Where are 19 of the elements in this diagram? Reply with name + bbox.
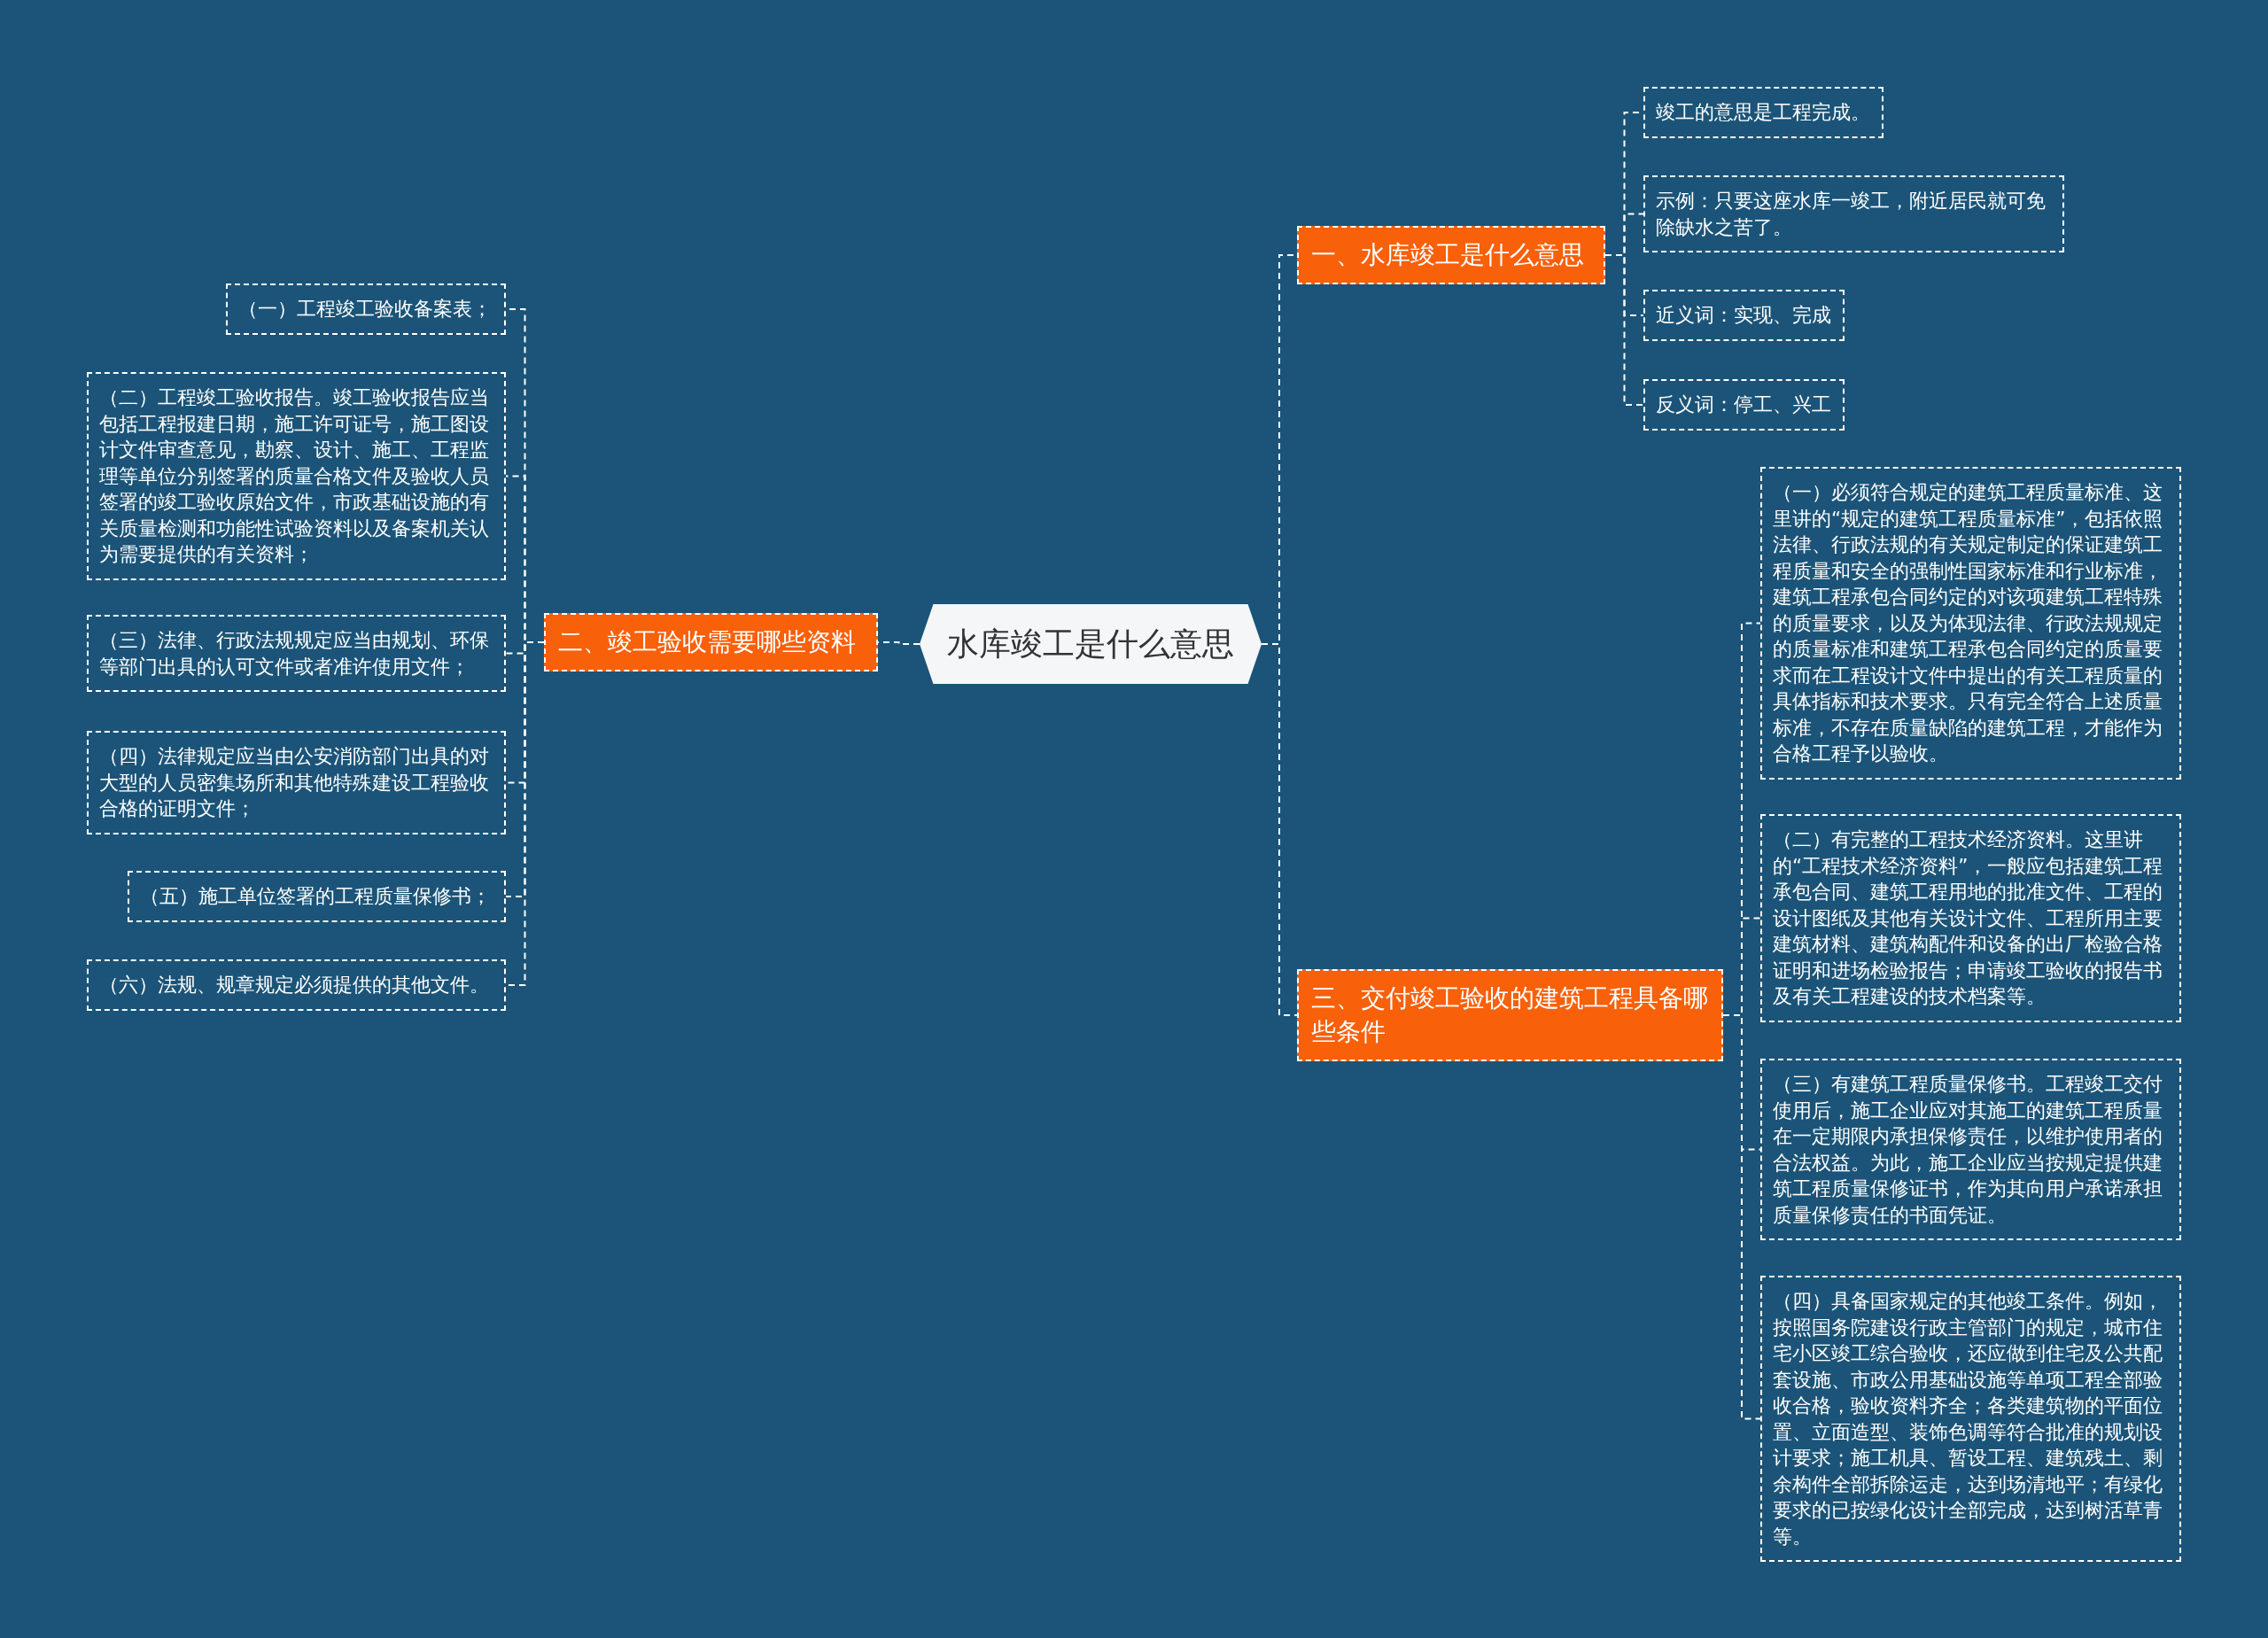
note-box: （四）法律规定应当由公安消防部门出具的对大型的人员密集场所和其他特殊建设工程验收合格的证明文件； bbox=[87, 731, 506, 835]
note-box: （三）有建筑工程质量保修书。工程竣工交付使用后，施工企业应对其施工的建筑工程质量在一定期限内承担保修责任，以维护使用者的合法权益。为此，施工企业应当按规定提供建筑工程质量保修证书，作为其向用户承诺承担质量保修责任的书面凭证。 bbox=[1760, 1059, 2181, 1240]
branch-topic-box: 二、竣工验收需要哪些资料 bbox=[544, 613, 878, 672]
note-box: （五）施工单位签署的工程质量保修书； bbox=[128, 871, 506, 922]
note-box: （一）必须符合规定的建筑工程质量标准、这里讲的“规定的建筑工程质量标准”，包括依照法律、行政法规的有关规定制定的保证建筑工程质量和安全的强制性国家标准和行业标准，建筑工程承包合同约定的对该项建筑工程特殊的质量要求，以及为体现法律、行政法规规定的质量标准和建筑工程承包合同约定的质量要求而在工程设计文件中提出的有关工程质量的具体指标和技术要求。只有完全符合上述质量标准，不存在质量缺陷的建筑工程，才能作为合格工程予以验收。 bbox=[1760, 467, 2181, 780]
connector bbox=[1604, 254, 1644, 406]
note-box: 竣工的意思是工程完成。 bbox=[1643, 87, 1884, 138]
note-box: 近义词：实现、完成 bbox=[1643, 290, 1845, 341]
note-box: 示例：只要这座水库一竣工，附近居民就可免除缺水之苦了。 bbox=[1643, 175, 2064, 252]
note-box: 反义词：停工、兴工 bbox=[1643, 379, 1845, 431]
note-box: （二）工程竣工验收报告。竣工验收报告应当包括工程报建日期，施工许可证号，施工图设计文件审查意见，勘察、设计、施工、工程监理等单位分别签署的质量合格文件及验收人员签署的竣工验收原始文件，市政基础设施的有关质量检测和功能性试验资料以及备案机关认为需要提供的有关资料； bbox=[87, 372, 506, 580]
note-box: （四）具备国家规定的其他竣工条件。例如，按照国务院建设行政主管部门的规定，城市住宅小区竣工综合验收，还应做到住宅及公共配套设施、市政公用基础设施等单项工程全部验收合格，验收资料齐全；各类建筑物的平面位置、立面造型、装饰色调等符合批准的规划设计要求；施工机具、暂设工程、建筑残土、剩余构件全部拆除运走，达到场清地平；有绿化要求的已按绿化设计全部完成，达到树活草青等。 bbox=[1760, 1276, 2181, 1562]
note-box: （一）工程竣工验收备案表； bbox=[226, 283, 506, 335]
note-box: （六）法规、规章规定必须提供的其他文件。 bbox=[87, 959, 506, 1011]
central-topic: 水库竣工是什么意思 bbox=[920, 604, 1262, 684]
branch-topic-box: 三、交付竣工验收的建筑工程具备哪些条件 bbox=[1297, 969, 1723, 1061]
branch-topic-box: 一、水库竣工是什么意思 bbox=[1297, 226, 1605, 284]
note-box: （三）法律、行政法规规定应当由规划、环保等部门出具的认可文件或者准许使用文件； bbox=[87, 615, 506, 692]
note-box: （二）有完整的工程技术经济资料。这里讲的“工程技术经济资料”，一般应包括建筑工程承包合同、建筑工程用地的批准文件、工程的设计图纸及其他有关设计文件、工程所用主要建筑材料、建筑构配件和设备的出厂检验合格证明和进场检验报告；申请竣工验收的报告书及有关工程建设的技术档案等。 bbox=[1760, 814, 2181, 1022]
